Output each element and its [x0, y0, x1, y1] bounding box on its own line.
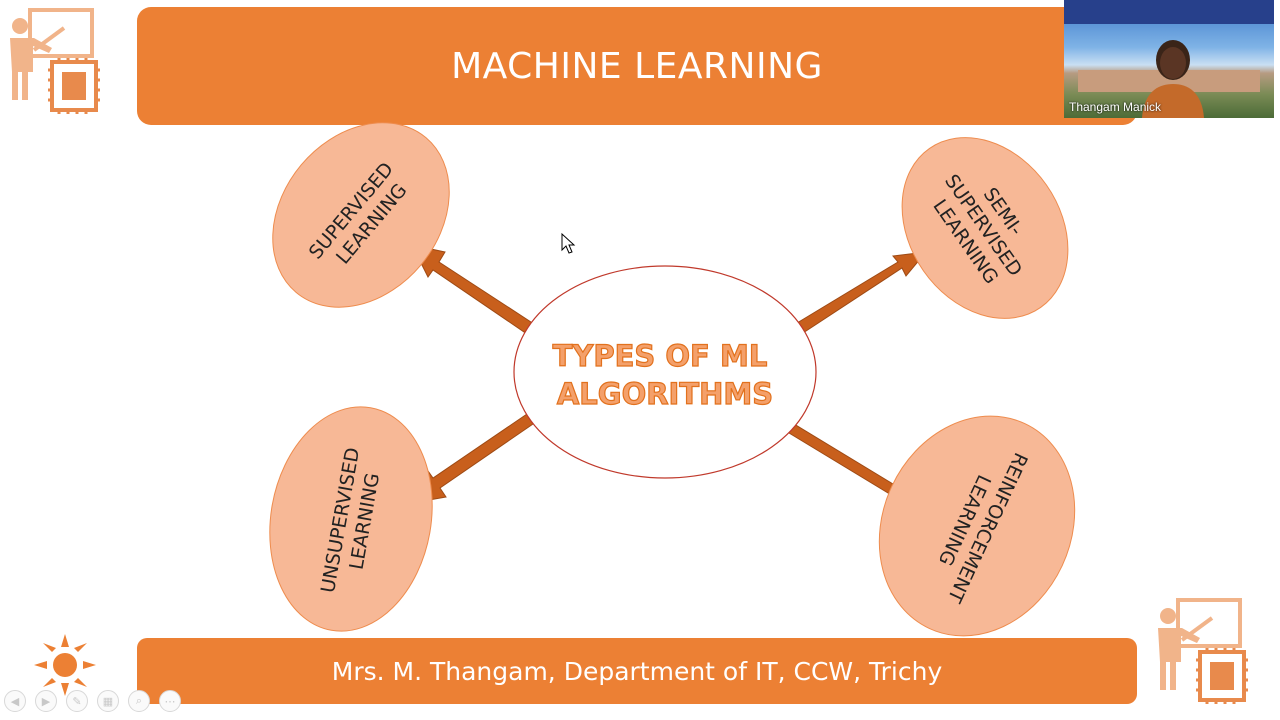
- participant-name: Thangam Manick: [1069, 100, 1162, 114]
- pen-icon[interactable]: ✎: [66, 690, 88, 712]
- zoom-icon[interactable]: ⌕: [128, 690, 150, 712]
- footer-banner: Mrs. M. Thangam, Department of IT, CCW, …: [137, 638, 1137, 704]
- title-banner: MACHINE LEARNING: [137, 7, 1137, 125]
- video-background-building: [1078, 70, 1260, 92]
- leaf-semi-supervised: SEMI- SUPERVISED LEARNING: [901, 137, 1069, 319]
- participant-avatar: [1142, 40, 1204, 118]
- sun-icon: [34, 634, 96, 696]
- leaf-supervised: SUPERVISED LEARNING: [272, 122, 450, 308]
- leaf-unsupervised: UNSUPERVISED LEARNING: [269, 406, 433, 632]
- video-background-banner: [1064, 0, 1274, 24]
- arrow-to-semi-supervised: [796, 251, 928, 334]
- slide-title: MACHINE LEARNING: [451, 45, 823, 87]
- center-node: [513, 265, 817, 479]
- center-label: TYPES OF ML ALGORITHMS: [553, 339, 778, 411]
- slideshow-controls: ◀ ▶ ✎ ▦ ⌕ ⋯: [4, 690, 181, 714]
- center-label-line-1: TYPES OF ML: [553, 339, 768, 373]
- center-label-line-2: ALGORITHMS: [557, 377, 773, 411]
- previous-slide-icon[interactable]: ◀: [4, 690, 26, 712]
- slides-grid-icon[interactable]: ▦: [97, 690, 119, 712]
- arrow-to-supervised: [411, 244, 535, 335]
- teacher-chip-icon: [10, 8, 100, 114]
- participant-video[interactable]: Thangam Manick: [1064, 0, 1274, 118]
- mouse-cursor-icon: [561, 232, 576, 254]
- leaf-reinforcement: REINFORCEMENT LEARNING: [878, 415, 1076, 637]
- footer-text: Mrs. M. Thangam, Department of IT, CCW, …: [331, 656, 943, 686]
- next-slide-icon[interactable]: ▶: [35, 690, 57, 712]
- more-options-icon[interactable]: ⋯: [159, 690, 181, 712]
- teacher-chip-icon: [1158, 598, 1248, 704]
